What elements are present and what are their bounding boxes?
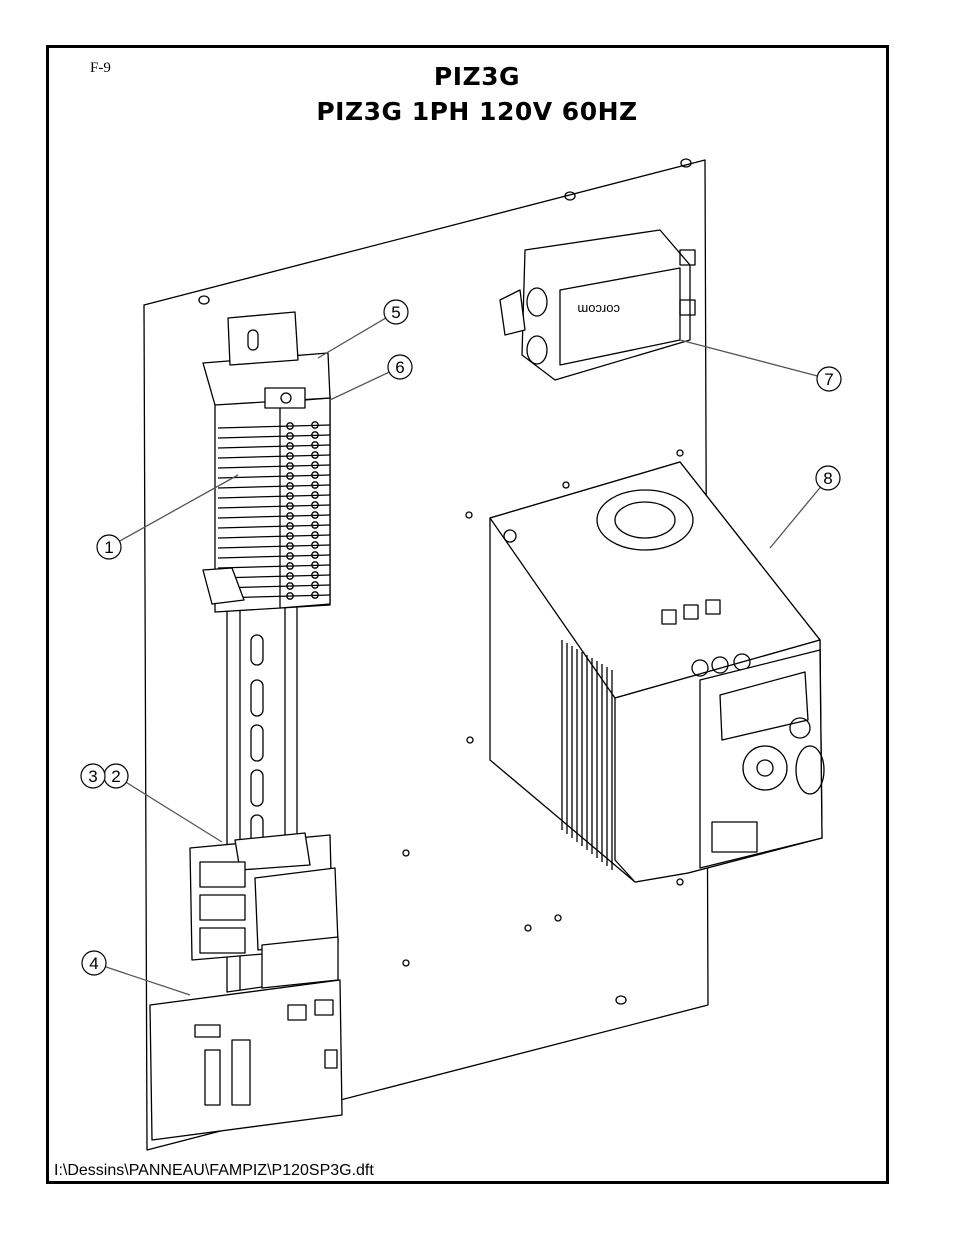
callout-2: 2 [103, 763, 223, 843]
callout-4: 4 [81, 950, 191, 996]
callout-bubble [815, 465, 841, 491]
leader-line [679, 339, 818, 377]
page-id: F-9 [90, 60, 111, 76]
terminal-block-stack [202, 311, 331, 613]
callout-3: 3 [80, 763, 106, 789]
leader-line [769, 486, 821, 549]
callout-1: 1 [96, 474, 239, 560]
callout-6: 6 [329, 354, 413, 401]
drawing-subtitle: PIZ3G 1PH 120V 60HZ [316, 97, 638, 126]
callout-bubble [80, 763, 106, 789]
callout-label: 1 [104, 538, 113, 557]
relay-base [189, 832, 339, 989]
relay [261, 936, 339, 989]
callout-label: 4 [89, 954, 98, 973]
callout-bubble [387, 354, 413, 380]
drawing-frame [46, 45, 889, 1184]
callout-bubble [383, 299, 409, 325]
callout-5: 5 [317, 299, 409, 359]
leader-line [105, 966, 191, 996]
callout-label: 8 [823, 469, 832, 488]
callout-bubble [816, 366, 842, 392]
callout-7: 7 [679, 339, 842, 392]
leader-line [329, 371, 390, 401]
line-filter: corcom [499, 229, 696, 381]
drawing-title: PIZ3G [433, 62, 521, 91]
filter-brand: corcom [577, 302, 620, 317]
end-bracket [227, 311, 299, 366]
callout-8: 8 [769, 465, 841, 549]
callout-label: 5 [391, 303, 400, 322]
control-board [149, 979, 343, 1141]
callout-label: 7 [824, 370, 833, 389]
callout-bubble [96, 534, 122, 560]
file-path: I:\Dessins\PANNEAU\FAMPIZ\P120SP3G.dft [54, 1162, 374, 1179]
callout-label: 6 [395, 358, 404, 377]
variable-frequency-drive [489, 461, 825, 883]
callout-label: 3 [88, 767, 97, 786]
callout-bubble [81, 950, 107, 976]
callout-label: 2 [111, 767, 120, 786]
leader-line [119, 474, 239, 542]
leader-line [317, 317, 386, 359]
leader-line [125, 781, 223, 843]
